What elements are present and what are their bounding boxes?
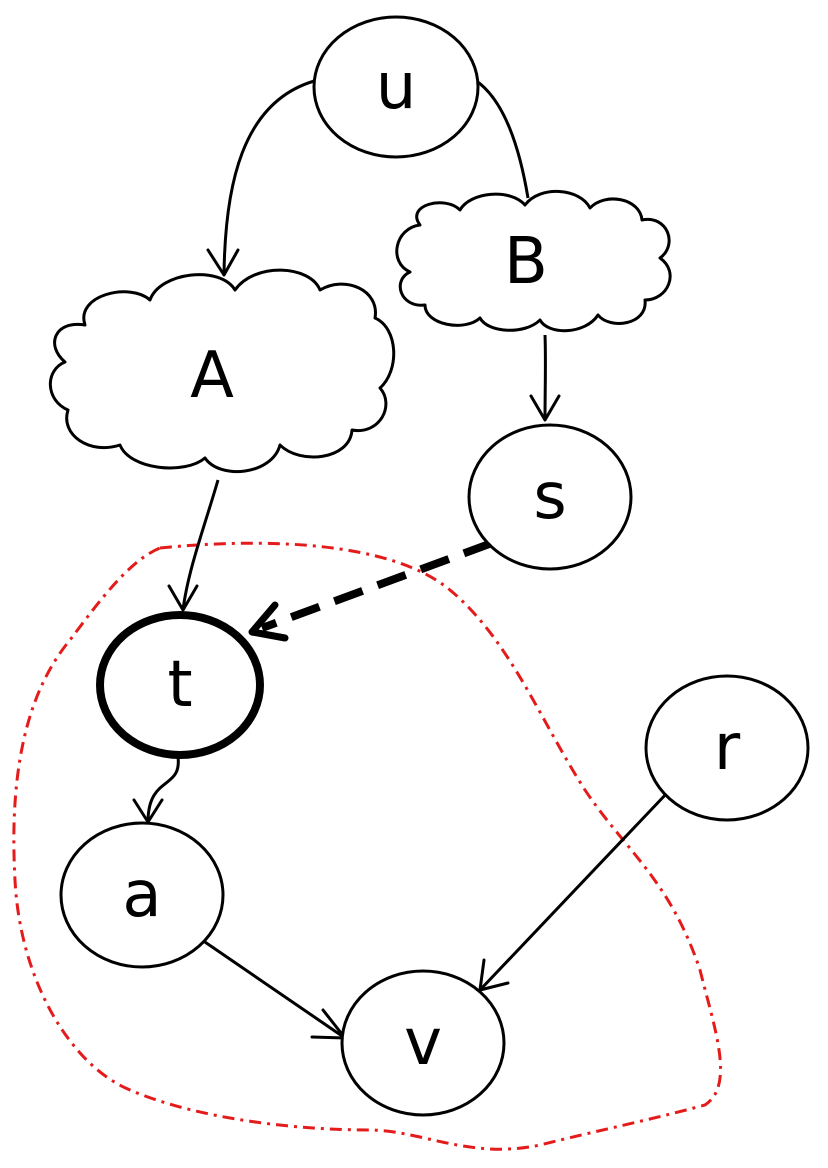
node-s-label: s <box>533 460 566 534</box>
node-s: s <box>467 423 633 571</box>
node-t-label: t <box>167 648 192 722</box>
edge-u-A-arrowhead <box>206 248 240 277</box>
node-u: u <box>312 15 480 159</box>
edge-u-A <box>222 78 319 276</box>
highlight-region <box>12 541 723 1151</box>
edge-r-v <box>478 790 670 992</box>
edge-s-t-arrowhead <box>248 601 289 642</box>
node-A-label: A <box>190 339 234 413</box>
node-u-label: u <box>376 50 417 124</box>
node-r: r <box>644 674 810 822</box>
node-v: v <box>340 969 506 1117</box>
node-r-label: r <box>714 711 741 785</box>
node-a-label: a <box>122 858 161 932</box>
edge-s-t <box>260 539 494 632</box>
edge-a-v-arrowhead <box>310 1008 347 1040</box>
node-A: A <box>48 268 396 473</box>
node-v-label: v <box>404 1006 442 1080</box>
node-a: a <box>59 821 225 969</box>
edge-A-t-arrowhead <box>167 584 199 612</box>
edge-u-B <box>474 78 530 199</box>
node-B-label: B <box>504 225 548 299</box>
edge-a-v <box>201 938 346 1040</box>
node-t: t <box>96 611 264 759</box>
edge-t-a <box>146 756 180 823</box>
edge-A-t <box>181 479 220 611</box>
node-B: B <box>395 190 672 333</box>
edge-B-s-arrowhead <box>529 394 561 422</box>
